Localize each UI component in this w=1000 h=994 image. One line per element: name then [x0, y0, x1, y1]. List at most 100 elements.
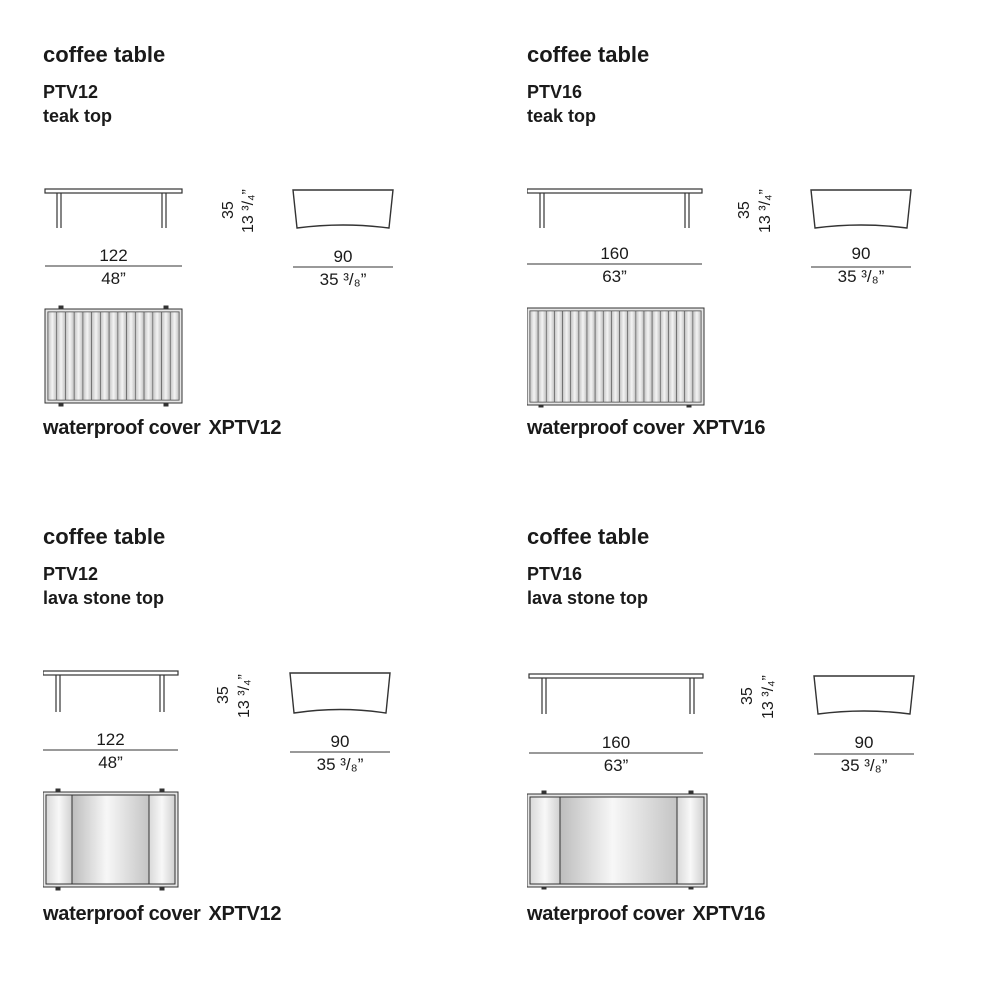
teak-slat	[684, 310, 694, 403]
teak-slat	[100, 311, 110, 401]
height-cm: 35	[739, 687, 756, 705]
teak-slat	[692, 310, 702, 403]
plan-view-lava-stone	[43, 788, 179, 891]
panel-ptv12-teak: coffee table PTV12 teak top 122 48	[43, 42, 523, 512]
teak-slat	[73, 311, 84, 401]
height-cm: 35	[215, 686, 232, 704]
teak-slat	[117, 311, 127, 401]
teak-slat	[594, 310, 604, 403]
teak-slat	[169, 311, 180, 401]
product-code: PTV16	[527, 564, 583, 584]
depth-in: 35 ³/₈”	[840, 756, 888, 775]
teak-slat	[586, 310, 596, 403]
teak-slat	[611, 310, 620, 403]
teak-slat	[56, 311, 66, 401]
width-cm: 160	[600, 244, 629, 263]
teak-slat	[578, 310, 588, 403]
teak-slat	[47, 311, 58, 401]
top-material: lava stone top	[527, 588, 649, 608]
width-cm: 122	[99, 246, 128, 265]
teak-slat	[659, 310, 669, 403]
teak-slat	[537, 310, 547, 403]
teak-slat	[545, 310, 555, 403]
teak-slat	[602, 310, 612, 403]
height-in: 13 ³/₄”	[760, 675, 777, 719]
product-title: coffee table	[43, 524, 166, 549]
height-in: 13 ³/₄”	[236, 674, 253, 718]
drawing-ptv16-lava	[527, 673, 915, 890]
plan-view-teak	[527, 307, 705, 408]
teak-slat	[570, 310, 580, 403]
cover-code: XPTV16	[692, 417, 766, 439]
product-code: PTV12	[43, 82, 99, 102]
teak-slat	[91, 311, 101, 401]
cover-code: XPTV12	[208, 417, 282, 439]
product-title: coffee table	[43, 42, 166, 67]
width-cm: 160	[601, 733, 631, 752]
cover-text: waterproof cover	[527, 417, 685, 439]
teak-slat	[651, 310, 661, 403]
teak-slat	[82, 311, 92, 401]
side-elevation	[44, 188, 183, 267]
depth-cm: 90	[851, 244, 871, 263]
end-elevation	[289, 672, 391, 753]
height-cm: 35	[220, 201, 237, 219]
teak-slat	[161, 311, 171, 401]
product-title: coffee table	[527, 524, 650, 549]
top-material: teak top	[527, 106, 597, 126]
side-elevation	[527, 188, 703, 265]
teak-slat	[143, 311, 154, 401]
teak-slat	[152, 311, 162, 401]
end-elevation	[813, 675, 915, 755]
plan-view-lava-stone	[527, 790, 708, 890]
panel-ptv16-lava: coffee table PTV16 lava stone top	[527, 524, 1000, 994]
panel-ptv16-teak: coffee table PTV16 teak top 160 63” 90 3…	[527, 42, 1000, 512]
teak-slat	[619, 310, 629, 403]
teak-slat	[676, 310, 686, 403]
depth-in: 35 ³/₈”	[837, 267, 885, 286]
width-cm: 122	[96, 730, 125, 749]
side-elevation	[43, 670, 179, 751]
depth-cm: 90	[330, 732, 350, 751]
height-in: 13 ³/₄”	[240, 189, 257, 233]
cover-code: XPTV12	[208, 903, 282, 925]
end-elevation	[292, 189, 394, 268]
teak-slat	[627, 310, 637, 403]
top-material: teak top	[43, 106, 113, 126]
cover-code: XPTV16	[692, 903, 766, 925]
teak-slat	[554, 310, 563, 403]
teak-slat	[562, 310, 572, 403]
teak-slat	[529, 310, 539, 403]
drawing-ptv12-lava	[43, 670, 391, 891]
depth-cm: 90	[333, 247, 353, 266]
drawing-ptv16-teak	[527, 188, 912, 408]
teak-slat	[126, 311, 136, 401]
side-elevation	[528, 673, 704, 754]
width-in: 48”	[101, 269, 126, 288]
teak-slat	[108, 311, 119, 401]
teak-slat	[135, 311, 145, 401]
cover-text: waterproof cover	[43, 903, 201, 925]
depth-in: 35 ³/₈”	[316, 755, 364, 774]
width-in: 63”	[602, 267, 627, 286]
plan-view-teak	[44, 305, 183, 407]
depth-cm: 90	[854, 733, 874, 752]
product-title: coffee table	[527, 42, 650, 67]
width-in: 48”	[98, 753, 123, 772]
teak-slat	[65, 311, 75, 401]
height-in: 13 ³/₄”	[757, 189, 774, 233]
width-in: 63”	[603, 756, 629, 775]
product-code: PTV12	[43, 564, 99, 584]
drawing-ptv12-teak	[44, 188, 394, 407]
cover-label: waterproof cover XPTV16	[527, 417, 765, 440]
product-code: PTV16	[527, 82, 583, 102]
teak-slat	[635, 310, 645, 403]
height-cm: 35	[736, 201, 753, 219]
depth-in: 35 ³/₈”	[319, 270, 367, 289]
panel-ptv12-lava: coffee table PTV12 lava stone top	[43, 524, 523, 994]
teak-slat	[643, 310, 653, 403]
top-material: lava stone top	[43, 588, 165, 608]
teak-slat	[668, 310, 677, 403]
